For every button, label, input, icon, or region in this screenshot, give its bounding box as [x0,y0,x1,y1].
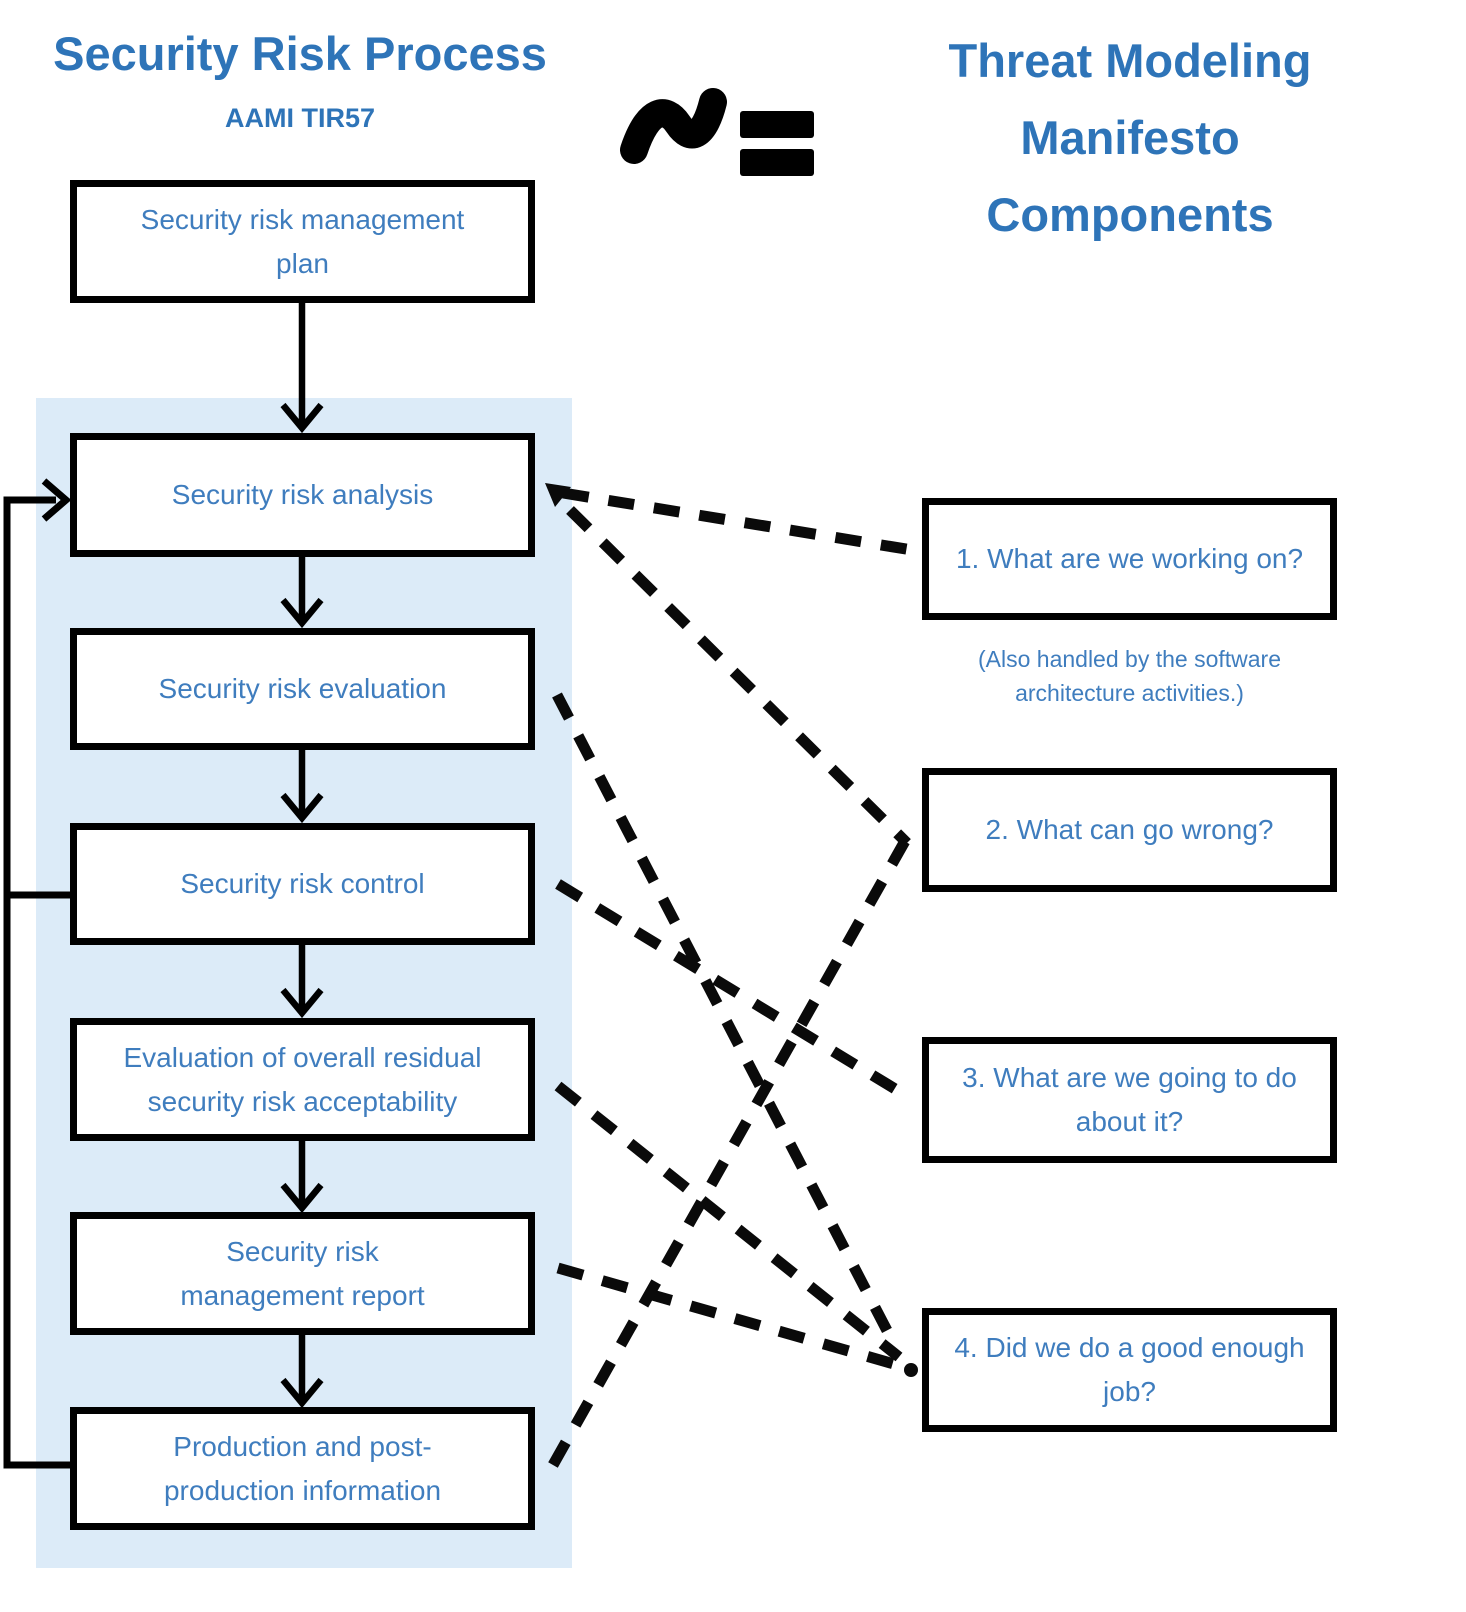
architecture-note: (Also handled by the software architectu… [977,646,1281,706]
manifesto-box-2: 2. What can go wrong? [922,768,1337,892]
process-box-residual-evaluation: Evaluation of overall residual security … [70,1018,535,1141]
process-box-report: Security risk management report [70,1212,535,1335]
process-box-analysis: Security risk analysis [70,433,535,557]
mapping-line-residual-q4 [554,1081,903,1362]
left-title: Security Risk Process [53,27,547,80]
mapping-line-production-q2 [548,838,910,1468]
right-title: Threat Modeling Manifesto Components [948,34,1312,241]
process-box-evaluation: Security risk evaluation [70,628,535,750]
mapping-line-report-q4 [556,1262,910,1374]
manifesto-box-3: 3. What are we going to do about it? [922,1037,1337,1163]
manifesto-box-4: 4. Did we do a good enough job? [922,1308,1337,1432]
manifesto-box-1: 1. What are we working on? [922,498,1337,620]
left-subtitle: AAMI TIR57 [224,103,376,133]
mapping-line-analysis-q1 [562,487,913,556]
process-box-production: Production and post- production informat… [70,1407,535,1530]
approx-equals-icon [620,88,814,176]
mapping-convergence-dot [904,1363,918,1377]
mapping-line-analysis-q2 [566,506,911,847]
mapping-line-evaluation-q4 [552,692,899,1347]
process-box-plan: Security risk management plan [70,180,535,303]
mapping-line-control-q3 [555,879,913,1103]
process-highlight-panel [36,398,572,1568]
process-box-control: Security risk control [70,823,535,945]
